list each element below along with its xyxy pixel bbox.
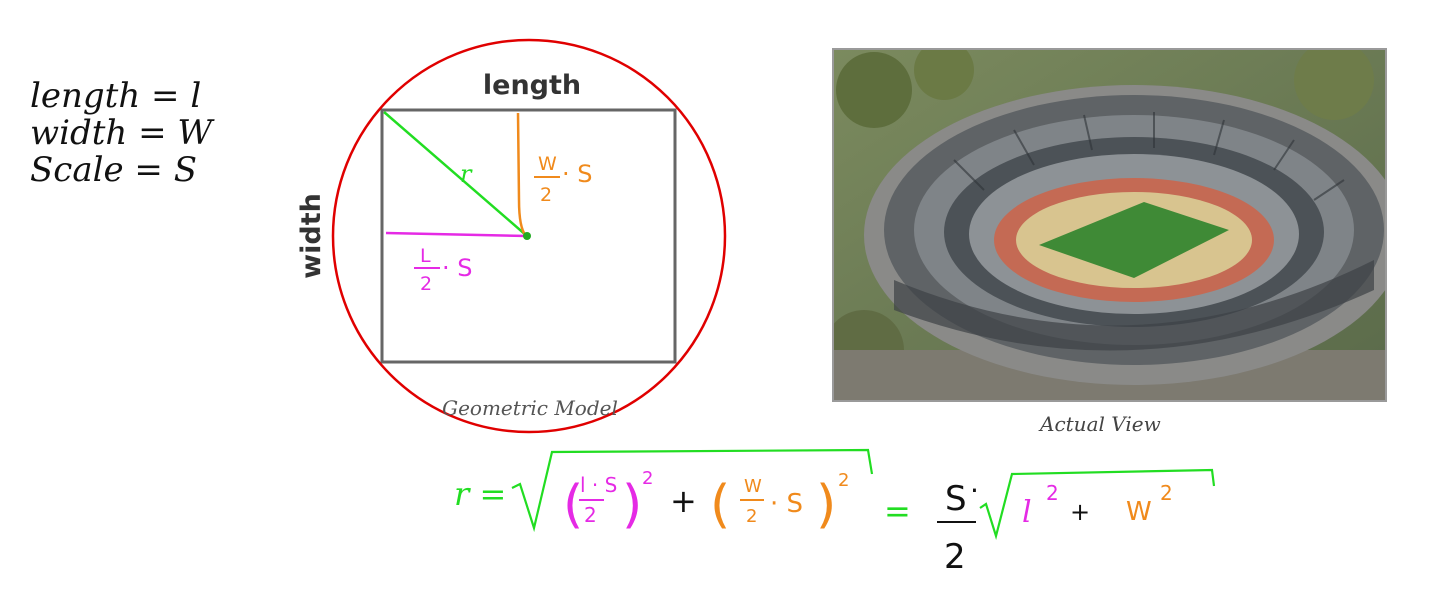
stadium-photo [832, 48, 1387, 402]
plus-2: + [1070, 498, 1090, 526]
paren-close-2: ) [816, 475, 836, 535]
half-width-denominator: 2 [540, 184, 552, 206]
variable-notes: length = l width = W Scale = S [30, 78, 212, 189]
w-exponent: 2 [1160, 481, 1173, 505]
paren-open-2: ( [710, 475, 730, 535]
l-squared: l [1022, 495, 1032, 530]
exponent-2: 2 [838, 470, 849, 491]
half-length-numerator: L [420, 245, 431, 267]
term1-denominator: 2 [584, 503, 597, 527]
term2-numerator: W [744, 476, 762, 497]
term1-numerator: l · S [580, 473, 617, 497]
half-length-scale: · S [442, 254, 473, 282]
note-width: width = W [30, 113, 213, 153]
model-caption: Geometric Model [442, 396, 618, 420]
equals-sign: = [884, 492, 911, 530]
half-length-line [385, 231, 528, 238]
photo-caption: Actual View [1040, 412, 1161, 436]
term2-denominator: 2 [746, 506, 757, 527]
center-point [523, 232, 531, 240]
radical-1 [511, 448, 874, 533]
l-exponent: 2 [1046, 481, 1059, 505]
stadium-aerial-image [834, 50, 1385, 400]
paren-close-1: ) [622, 475, 642, 535]
length-label: length [483, 70, 581, 101]
paren-open-1: ( [563, 475, 583, 535]
circumscribed-circle [331, 38, 727, 434]
radius-label: r [460, 160, 473, 188]
plus-1: + [670, 482, 697, 520]
note-scale: Scale = S [30, 150, 197, 190]
width-label: width [296, 193, 327, 279]
exponent-1: 2 [642, 468, 653, 489]
formula-lhs: r = [454, 475, 506, 513]
w-squared: W [1126, 497, 1152, 527]
radius-line [383, 111, 528, 237]
radical-2 [979, 468, 1216, 541]
half-width-scale: · S [562, 160, 593, 188]
note-length: length = l [30, 76, 202, 116]
term2-scale: · S [770, 489, 803, 519]
half-width-numerator: W [538, 153, 557, 175]
coefficient-denominator: 2 [944, 537, 966, 577]
coefficient-dot: · [970, 474, 979, 507]
coefficient-numerator: S [945, 479, 967, 519]
half-length-denominator: 2 [420, 273, 432, 295]
radius-formula: r = ( l · S 2 ) 2 + ( W 2 · S ) 2 = S 2 … [454, 448, 1216, 577]
